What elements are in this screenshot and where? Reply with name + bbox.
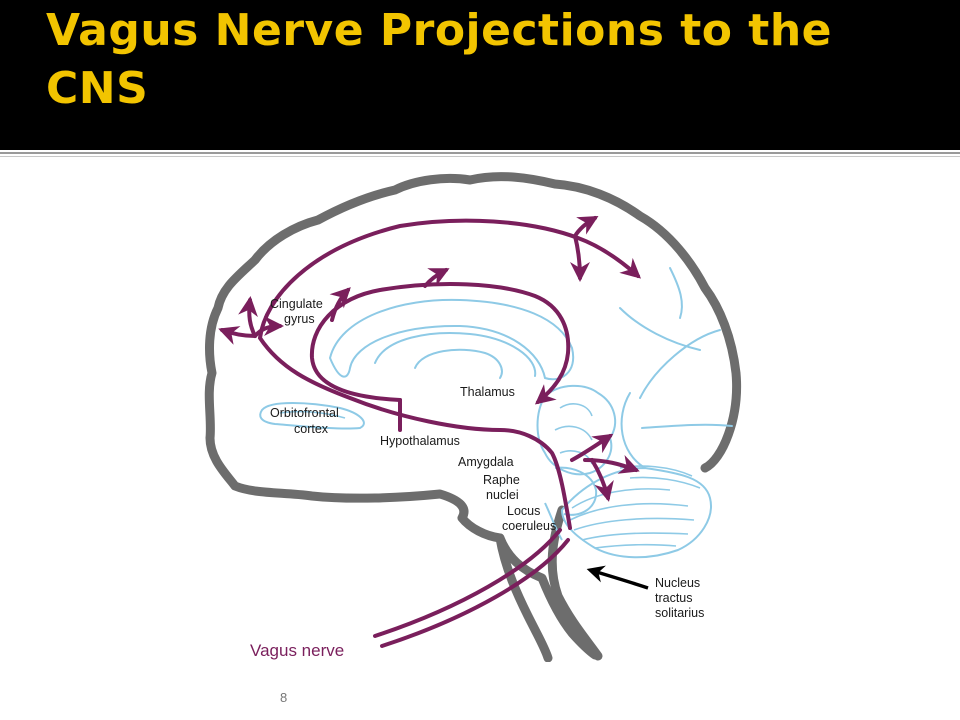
label-hypothalamus: Hypothalamus bbox=[380, 434, 460, 448]
label-raphe-1: Raphe bbox=[483, 473, 520, 487]
corpus-callosum bbox=[328, 298, 575, 381]
label-orbitofrontal-1: Orbitofrontal bbox=[270, 406, 339, 420]
pathway-frontal-right bbox=[253, 316, 284, 338]
orbitofrontal-gyrus-2 bbox=[279, 410, 346, 419]
pathway-cingulate-arc bbox=[309, 282, 571, 405]
nts-arrow bbox=[586, 565, 649, 590]
brain-diagram: Cingulate gyrus Orbitofrontal cortex Tha… bbox=[200, 168, 742, 662]
pathway-cingulate-up bbox=[329, 287, 351, 322]
pathway-cingulate-up2 bbox=[423, 268, 450, 288]
slide-title: Vagus Nerve Projections to the CNS bbox=[46, 5, 833, 114]
label-raphe-2: nuclei bbox=[486, 488, 519, 502]
label-amygdala: Amygdala bbox=[458, 455, 514, 469]
label-nts-1: Nucleus bbox=[655, 576, 700, 590]
occipital-sulcus bbox=[619, 307, 701, 351]
parieto-occipital-sulcus bbox=[620, 392, 646, 469]
calcarine-sulcus bbox=[641, 423, 733, 429]
pathway-cerebellum-2 bbox=[583, 455, 640, 474]
label-locus-1: Locus bbox=[507, 504, 540, 518]
occipital-lobe-curve bbox=[639, 329, 721, 399]
brain-outline bbox=[204, 172, 742, 660]
pathway-parietal-up bbox=[573, 216, 599, 238]
pathway-cerebellum-3 bbox=[590, 458, 614, 502]
vagal-pathways bbox=[218, 216, 641, 530]
fornix bbox=[374, 332, 537, 377]
label-vagus-nerve: Vagus nerve bbox=[250, 641, 344, 660]
pathway-parietal-down bbox=[569, 234, 590, 282]
vagus-nerve bbox=[373, 528, 570, 648]
brainstem-front-edge bbox=[495, 533, 553, 662]
label-cingulate-1: Cingulate bbox=[270, 297, 323, 311]
label-thalamus: Thalamus bbox=[460, 385, 515, 399]
pathway-frontal-left bbox=[218, 326, 257, 345]
pathway-cortical-arc bbox=[257, 218, 641, 432]
title-bar: Vagus Nerve Projections to the CNS bbox=[0, 0, 960, 150]
inner-structures bbox=[328, 267, 733, 469]
orbitofrontal-gyrus bbox=[259, 402, 365, 430]
medulla bbox=[544, 502, 563, 541]
label-cingulate-2: gyrus bbox=[284, 312, 315, 326]
lateral-ventricle bbox=[414, 348, 503, 379]
page-number: 8 bbox=[280, 690, 288, 705]
title-divider bbox=[0, 152, 960, 154]
pathway-cerebellum-1 bbox=[570, 433, 614, 462]
label-locus-2: coeruleus bbox=[502, 519, 556, 533]
central-sulcus bbox=[669, 267, 683, 319]
label-nts-3: solitarius bbox=[655, 606, 704, 620]
pathway-frontal-up bbox=[238, 296, 258, 338]
brain-diagram-svg: Cingulate gyrus Orbitofrontal cortex Tha… bbox=[204, 172, 742, 662]
pathway-trunk bbox=[498, 428, 572, 530]
title-divider-thin bbox=[0, 156, 960, 157]
label-orbitofrontal-2: cortex bbox=[294, 422, 329, 436]
label-nts-2: tractus bbox=[655, 591, 693, 605]
